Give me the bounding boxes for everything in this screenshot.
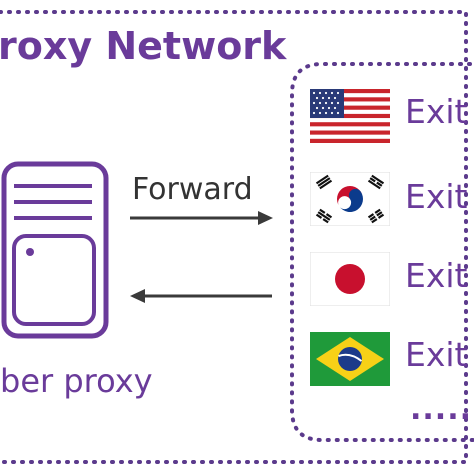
- kr-flag-icon: [310, 172, 390, 226]
- more-exits-indicator: .....: [410, 392, 472, 427]
- exit-label-br: Exit: [405, 335, 468, 374]
- us-flag-icon: [310, 89, 390, 143]
- exit-label-jp: Exit: [405, 256, 468, 295]
- return-arrow: [130, 289, 272, 303]
- network-title: roxy Network: [0, 24, 287, 68]
- forward-label: Forward: [132, 172, 253, 207]
- br-flag-icon: [310, 332, 390, 386]
- exit-label-kr: Exit: [405, 177, 468, 216]
- jp-flag-icon: [310, 252, 390, 306]
- server-label: ber proxy: [0, 362, 153, 400]
- exit-nodes-container: [290, 62, 474, 442]
- exit-label-us: Exit: [405, 92, 468, 131]
- forward-arrow: [130, 211, 273, 225]
- proxy-server-icon: [1, 161, 109, 339]
